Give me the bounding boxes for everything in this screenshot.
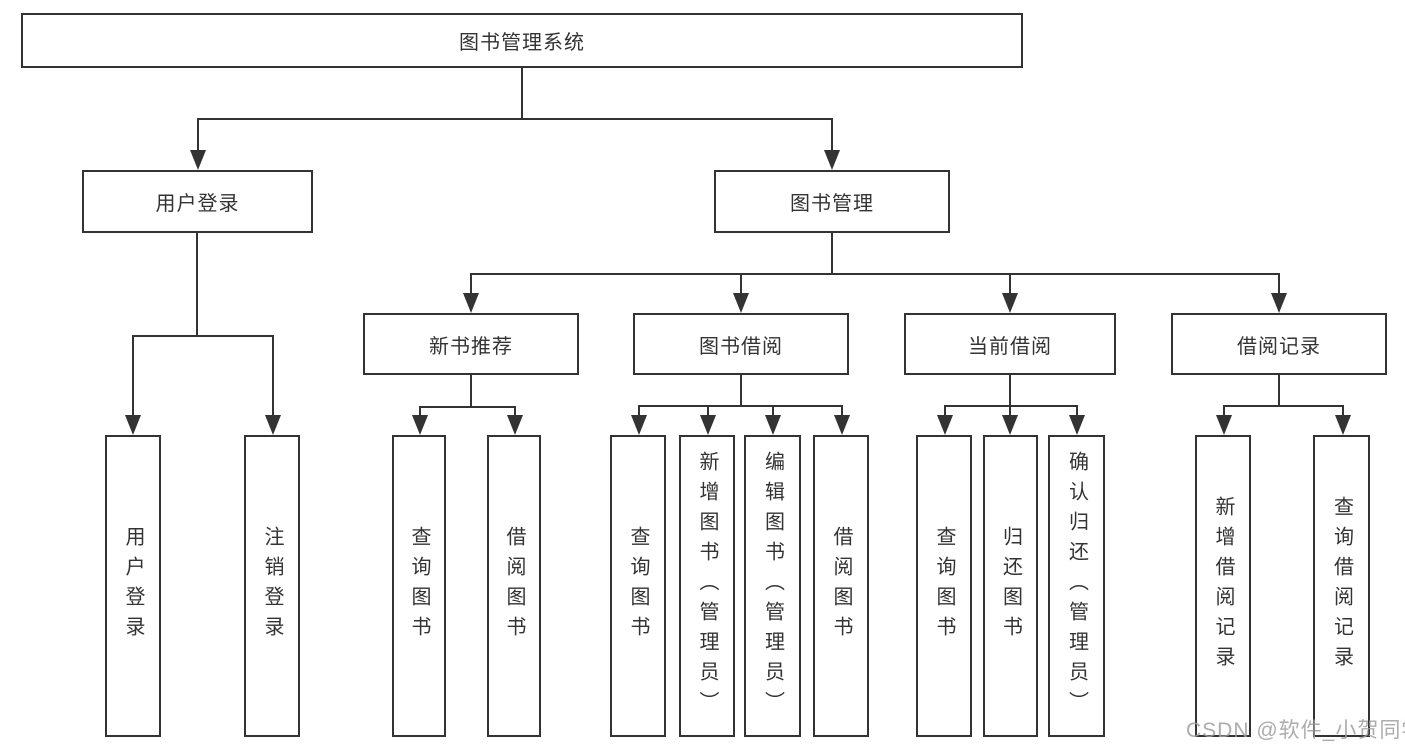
arrow-down-icon [700,415,716,435]
connector-line [514,406,516,417]
connector-line [1342,405,1344,417]
leaf-query-books-borrow: 查询图书 [610,435,666,737]
connector-line [944,405,946,417]
csdn-watermark: CSDN @软件_小贺同学 [1186,719,1405,742]
leaf-borrow-books-label: 借阅图书 [830,526,852,646]
connector-line [841,405,843,417]
arrow-down-icon [733,293,749,313]
connector-line [740,273,742,295]
node-new-book-recommend-label: 新书推荐 [429,335,513,358]
leaf-add-borrow-record-label: 新增借阅记录 [1212,496,1234,676]
leaf-borrow-books: 借阅图书 [813,435,869,737]
connector-line [470,273,1280,275]
connector-line [944,405,1078,407]
arrow-down-icon [125,415,141,435]
arrow-down-icon [834,415,850,435]
connector-line [638,405,843,407]
leaf-logout: 注销登录 [244,435,300,737]
leaf-confirm-return-admin: 确认归还（管理员） [1048,435,1105,737]
node-book-management-label: 图书管理 [790,193,874,215]
leaf-query-borrow-record-label: 查询借阅记录 [1330,496,1353,676]
node-book-borrow-label: 图书借阅 [699,335,783,358]
connector-line [1009,375,1011,405]
node-borrow-record: 借阅记录 [1171,313,1387,375]
leaf-query-books-borrow-label: 查询图书 [627,526,649,646]
leaf-user-login-label: 用户登录 [122,526,144,646]
connector-line [1009,405,1011,417]
leaf-user-login: 用户登录 [105,435,161,737]
arrow-down-icon [265,415,281,435]
node-book-borrow: 图书借阅 [633,313,849,375]
connector-line [132,335,274,337]
arrow-down-icon [463,293,479,313]
leaf-query-borrow-record: 查询借阅记录 [1313,435,1370,737]
leaf-add-books-admin: 新增图书（管理员） [679,435,735,737]
node-new-book-recommend: 新书推荐 [363,313,579,375]
arrow-down-icon [190,150,206,170]
connector-line [197,118,833,120]
node-user-login-label: 用户登录 [155,193,240,215]
arrow-down-icon [937,415,953,435]
connector-line [1278,273,1280,295]
leaf-edit-books-admin-label: 编辑图书（管理员） [761,451,784,721]
arrow-down-icon [1069,415,1085,435]
node-borrow-record-label: 借阅记录 [1237,335,1321,358]
arrow-down-icon [1216,415,1232,435]
connector-line [1009,273,1011,295]
arrow-down-icon [631,415,647,435]
connector-line [132,335,134,417]
connector-line [772,405,774,417]
connector-line [419,406,421,417]
arrow-down-icon [412,415,428,435]
leaf-add-books-admin-label: 新增图书（管理员） [696,451,718,721]
connector-line [1076,405,1078,417]
connector-line [419,406,516,408]
leaf-edit-books-admin: 编辑图书（管理员） [744,435,801,737]
node-user-login: 用户登录 [82,170,313,233]
connector-line [707,405,709,417]
connector-line [831,233,833,273]
connector-line [196,233,198,335]
connector-line [521,68,523,118]
node-current-borrow: 当前借阅 [904,313,1116,375]
leaf-query-books-current-label: 查询图书 [933,526,955,646]
connector-line [1223,405,1344,407]
arrow-down-icon [1002,293,1018,313]
node-root: 图书管理系统 [21,13,1023,68]
node-root-label: 图书管理系统 [459,32,585,54]
connector-line [197,118,199,152]
leaf-return-books-label: 归还图书 [999,526,1022,646]
connector-line [272,335,274,417]
leaf-return-books: 归还图书 [983,435,1038,737]
connector-line [740,375,742,405]
leaf-query-books-recommend: 查询图书 [392,435,446,737]
arrow-down-icon [507,415,523,435]
connector-line [1278,375,1280,405]
arrow-down-icon [824,150,840,170]
arrow-down-icon [1002,415,1018,435]
leaf-add-borrow-record: 新增借阅记录 [1195,435,1251,737]
connector-line [1223,405,1225,417]
leaf-logout-label: 注销登录 [261,526,283,646]
node-book-management: 图书管理 [714,170,950,233]
leaf-query-books-recommend-label: 查询图书 [408,526,430,646]
arrow-down-icon [1335,415,1351,435]
connector-line [470,375,472,406]
leaf-borrow-books-recommend: 借阅图书 [487,435,541,737]
arrow-down-icon [1271,293,1287,313]
connector-line [470,273,472,295]
leaf-query-books-current: 查询图书 [916,435,972,737]
arrow-down-icon [765,415,781,435]
leaf-confirm-return-admin-label: 确认归还（管理员） [1065,451,1088,721]
connector-line [638,405,640,417]
connector-line [831,118,833,152]
node-current-borrow-label: 当前借阅 [968,335,1052,358]
leaf-borrow-books-recommend-label: 借阅图书 [503,526,525,646]
